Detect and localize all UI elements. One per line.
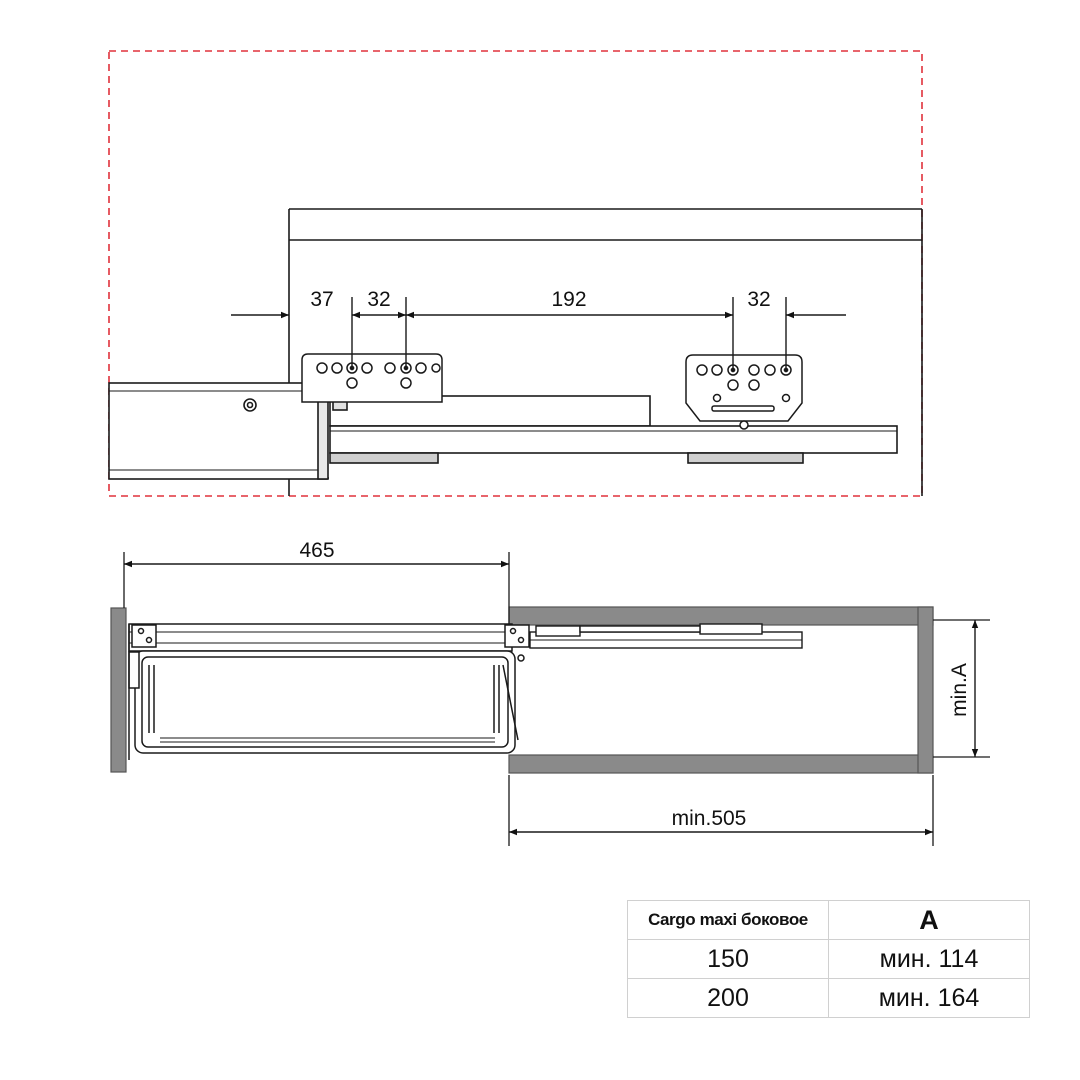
table-row: 150 мин. 114 — [627, 939, 1030, 979]
front-panel — [108, 382, 329, 480]
basket-frame — [128, 623, 530, 760]
table-cell-model: 200 — [627, 978, 829, 1018]
dim-label-192: 192 — [551, 288, 586, 311]
table-cell-model: 150 — [627, 939, 829, 979]
rail-system — [329, 389, 898, 464]
dim-label-32-left: 32 — [367, 288, 390, 311]
side-dim-lines — [124, 560, 979, 836]
top-dim-extension-lines — [351, 297, 787, 370]
mounting-plate-left — [301, 353, 443, 403]
spec-table: Cargo maxi боковое A 150 мин. 114 200 ми… — [627, 900, 1030, 1018]
dim-label-minA: min.A — [948, 663, 971, 717]
mounting-plate-right — [685, 354, 803, 430]
table-row: 200 мин. 164 — [627, 978, 1030, 1018]
table-cell-a: мин. 114 — [828, 939, 1030, 979]
table-header-model: Cargo maxi боковое — [627, 900, 829, 940]
cabinet-side — [508, 606, 934, 774]
side-runner — [529, 623, 803, 649]
dim-label-min505: min.505 — [672, 807, 747, 830]
table-cell-a: мин. 164 — [828, 978, 1030, 1018]
dim-label-37: 37 — [310, 288, 333, 311]
table-header-a: A — [828, 900, 1030, 940]
dim-label-32-right: 32 — [747, 288, 770, 311]
table-header-row: Cargo maxi боковое A — [627, 900, 1030, 940]
side-front-panel — [110, 607, 127, 773]
side-view: 465 min.505 min.A — [110, 539, 990, 846]
dim-label-465: 465 — [299, 539, 334, 562]
top-view: 37 32 192 32 — [108, 50, 923, 497]
